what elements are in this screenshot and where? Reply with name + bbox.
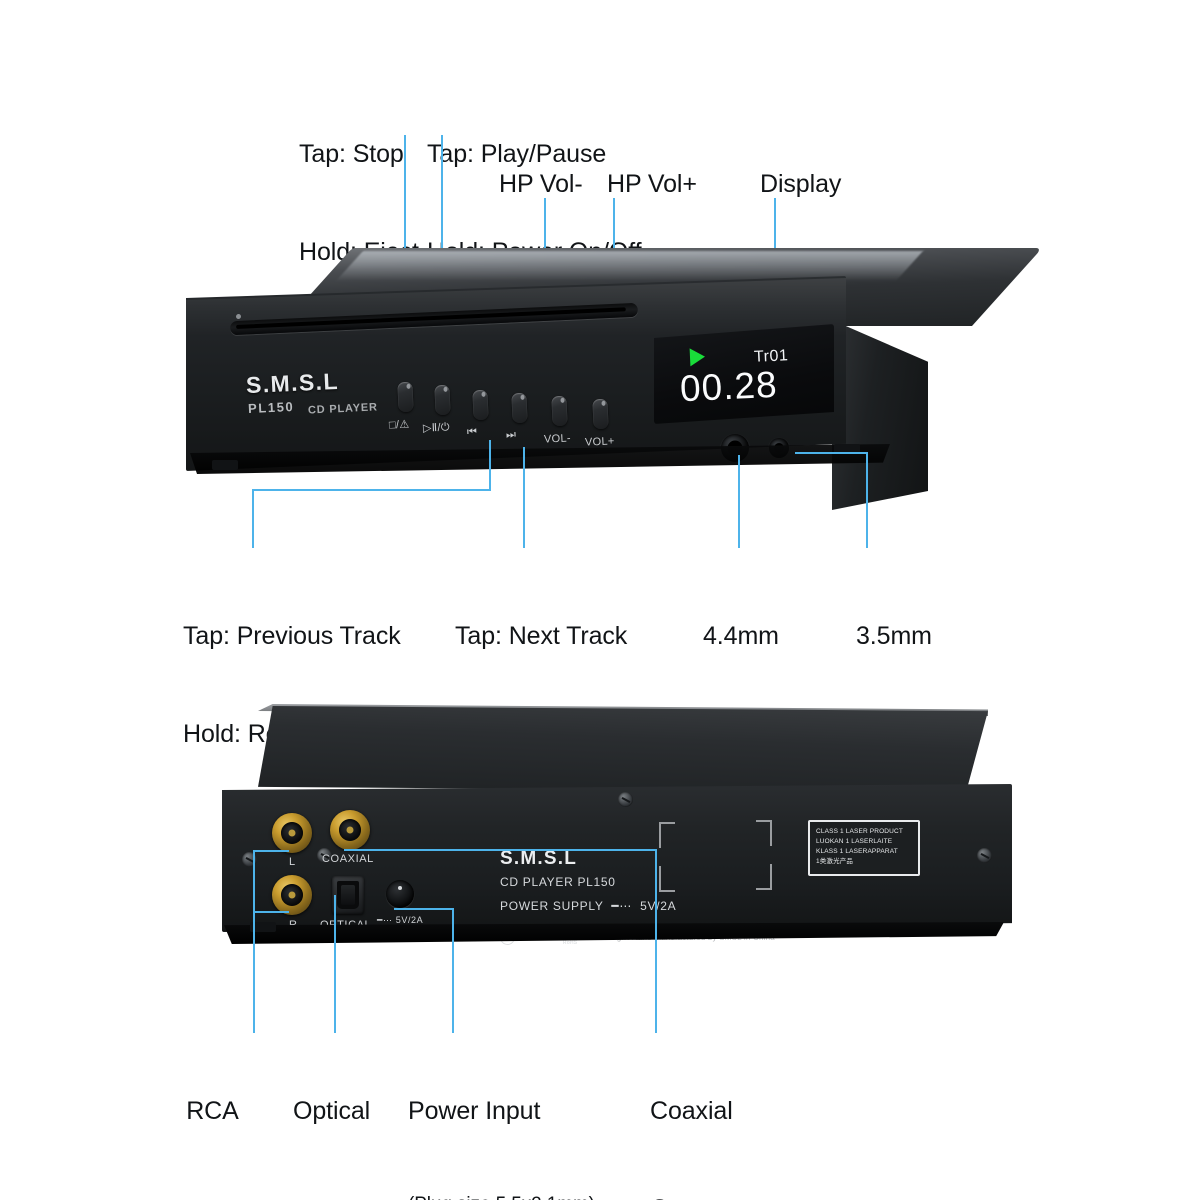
callout-hp-35-line1: 3.5mm xyxy=(856,622,932,650)
vent-bracket-mark-1 xyxy=(659,822,675,848)
leader-line-coaxial-run xyxy=(344,849,657,851)
callout-optical-line2: output xyxy=(293,1193,370,1200)
dc-symbol-icon: ━⋯ xyxy=(377,915,396,925)
front-brand-logo: S.M.S.L xyxy=(245,367,340,399)
button-stop-eject[interactable] xyxy=(397,381,414,413)
leader-line-previous-track-run xyxy=(252,489,491,491)
button-volume-up[interactable] xyxy=(592,398,609,430)
vent-bracket-mark-2 xyxy=(659,866,675,892)
leader-line-rca-to-left xyxy=(253,850,289,852)
callout-display: Display xyxy=(760,170,842,198)
laser-label-line3: KLASS 1 LASERAPPARAT xyxy=(816,847,898,855)
callout-rca-line2: output xyxy=(178,1193,247,1200)
button-volume-down-label: VOL- xyxy=(543,432,572,446)
chassis-foot-left xyxy=(212,460,238,470)
callout-previous-track-line1: Tap: Previous Track xyxy=(183,622,401,650)
front-model-label: PL150 xyxy=(247,398,295,417)
callout-play-pause-line1: Tap: Play/Pause xyxy=(427,140,607,168)
leader-line-power-run xyxy=(394,908,453,910)
display-elapsed-time: 00.28 xyxy=(679,363,779,410)
chassis-right-side xyxy=(832,320,928,510)
laser-label-line1: CLASS 1 LASER PRODUCT xyxy=(816,828,903,835)
dc-line-icon: ━⋯ xyxy=(607,899,637,913)
callout-optical-line1: Optical xyxy=(293,1097,371,1125)
dc-rating-label: ━⋯ 5V/2A xyxy=(377,915,423,926)
rear-power-value: 5V/2A xyxy=(640,899,677,913)
rear-power-line: POWER SUPPLY ━⋯ 5V/2A xyxy=(500,899,676,913)
rear-foot-left xyxy=(250,922,276,932)
button-volume-down[interactable] xyxy=(551,395,568,427)
chassis-foot-right xyxy=(834,444,860,454)
leader-line-coaxial-drop xyxy=(655,849,657,1033)
button-next-track-icon: ⏭ xyxy=(505,428,517,442)
callout-power-input: Power Input (Plug size 5.5x2.1mm) xyxy=(408,1030,595,1200)
callout-rca-output: RCA output xyxy=(178,1030,247,1200)
rear-model-line: CD PLAYER PL150 xyxy=(500,875,616,889)
display-screen xyxy=(654,324,834,424)
button-stop-eject-icon: □/⚠ xyxy=(388,418,410,432)
callout-power-input-line1: Power Input xyxy=(408,1097,541,1125)
dc-power-jack[interactable] xyxy=(386,880,414,908)
rear-panel-view: L R COAXIAL OPTICAL ━⋯ 5V/2A − ⊙ + S.M.S… xyxy=(222,700,1012,975)
rear-screw-right xyxy=(977,848,992,863)
vent-bracket-mark-4 xyxy=(756,864,772,890)
front-panel-view: S.M.S.L PL150 CD PLAYER □/⚠ ▷Ⅱ/⏻ ⏮ ⏭ VOL… xyxy=(186,248,1043,510)
callout-optical-output: Optical output xyxy=(293,1030,370,1200)
button-next-track[interactable] xyxy=(511,392,528,424)
dc-rating-value: 5V/2A xyxy=(395,915,424,925)
leader-line-hp-44 xyxy=(738,455,740,548)
button-volume-up-label: VOL+ xyxy=(584,435,615,449)
optical-jack[interactable] xyxy=(332,876,364,914)
coaxial-label: COAXIAL xyxy=(322,853,374,865)
laser-label-line2: LUOKAN 1 LASERLAITE xyxy=(816,837,893,845)
leader-line-hp-35-run xyxy=(795,452,867,454)
callout-power-input-line2: (Plug size 5.5x2.1mm) xyxy=(408,1193,595,1200)
rear-screw-center-top xyxy=(618,792,633,807)
button-previous-track[interactable] xyxy=(472,389,489,421)
leader-line-optical xyxy=(334,895,336,1033)
leader-line-hp-35-drop xyxy=(866,452,868,548)
leader-line-rca-vertical xyxy=(253,850,255,1033)
rear-brand-logo: S.M.S.L xyxy=(500,848,578,869)
callout-hp-vol-down: HP Vol- xyxy=(499,170,583,198)
rca-jack-left[interactable] xyxy=(272,813,312,853)
button-play-pause-power-icon: ▷Ⅱ/⏻ xyxy=(422,421,451,435)
coaxial-jack[interactable] xyxy=(330,810,370,850)
leader-line-previous-track-rise xyxy=(252,489,254,548)
rca-jack-right[interactable] xyxy=(272,875,312,915)
laser-label-line4: 1类激光产品 xyxy=(816,857,854,865)
callout-next-track-line1: Tap: Next Track xyxy=(455,622,628,650)
rear-power-supply-label: POWER SUPPLY xyxy=(500,899,604,913)
button-previous-track-icon: ⏮ xyxy=(466,425,478,439)
leader-line-power-drop xyxy=(452,908,454,1033)
vent-bracket-mark-3 xyxy=(756,820,772,846)
callout-hp-44-line1: 4.4mm xyxy=(703,622,779,650)
rear-chassis-top xyxy=(258,706,988,792)
callout-coaxial-line1: Coaxial xyxy=(650,1097,733,1125)
laser-safety-label: CLASS 1 LASER PRODUCT LUOKAN 1 LASERLAIT… xyxy=(808,820,920,876)
callout-coaxial-output: Coaxial Output xyxy=(650,1030,733,1200)
callout-stop-eject-line1: Tap: Stop xyxy=(299,140,404,168)
play-indicator-icon xyxy=(689,347,706,367)
callout-hp-vol-up: HP Vol+ xyxy=(607,170,697,198)
button-play-pause-power[interactable] xyxy=(434,384,451,416)
callout-rca-line1: RCA xyxy=(186,1097,239,1125)
leader-line-previous-track-drop xyxy=(489,440,491,490)
callout-coaxial-line2: Output xyxy=(650,1193,733,1200)
rear-screw-between-rca xyxy=(317,848,332,863)
leader-line-rca-to-right xyxy=(253,911,289,913)
leader-line-next-track xyxy=(523,447,525,548)
rca-left-label: L xyxy=(289,856,296,868)
